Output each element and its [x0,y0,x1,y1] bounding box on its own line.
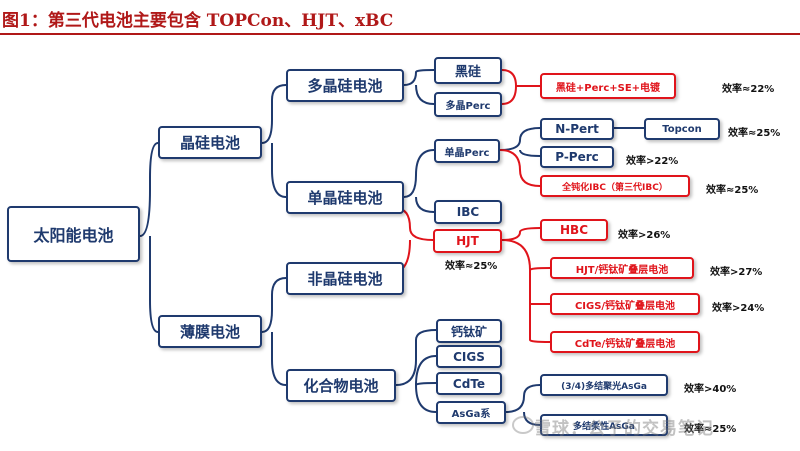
node-full-pass-ibc: 全钝化IBC（第三代IBC） [540,175,690,197]
node-black-si: 黑硅 [434,57,502,84]
eff-asga-34: 效率>40% [684,384,737,395]
edge-mono-branches [403,149,435,213]
edge-hjt-tandem [501,239,551,343]
node-thinfilm: 薄膜电池 [158,315,262,348]
node-pperc: P-Perc [540,146,614,168]
edge-multi-branches [403,69,435,105]
node-topcon: Topcon [644,118,720,140]
node-npert: N-Pert [540,118,614,140]
node-asga-multi: 多结柔性AsGa [540,414,668,436]
eff-hjt: 效率≈25% [445,261,498,272]
edge-compound-branches [395,329,437,413]
node-asga: AsGa系 [436,401,506,424]
node-multi-perc: 多晶Perc [434,92,502,117]
edge-monoperc-red [499,149,541,187]
node-mono: 单晶硅电池 [286,181,404,214]
node-cigs: CIGS [436,345,502,368]
snowball-logo-icon [512,416,534,434]
eff-black-si-route: 效率≈22% [722,84,775,95]
edge-hjt-hbc [501,227,541,241]
node-black-si-route: 黑硅+Perc+SE+电镀 [540,73,676,99]
edge-crystalline-branches [261,84,287,198]
title-rule [0,33,800,35]
node-cdte: CdTe [436,372,502,395]
node-cigs-tandem: CIGS/钙钛矿叠层电池 [550,293,700,315]
figure-title: 图1：第三代电池主要包含 TOPCon、HJT、xBC [2,11,394,31]
node-mono-perc: 单晶Perc [434,139,500,163]
eff-pperc: 效率>22% [626,156,679,167]
edge-root-branches [139,142,159,333]
node-compound: 化合物电池 [286,369,396,402]
node-root: 太阳能电池 [7,206,140,262]
eff-hbc: 效率>26% [618,230,671,241]
node-perovskite: 钙钛矿 [436,319,502,343]
node-amorphous: 非晶硅电池 [286,262,404,295]
eff-asga-multi: 效率≈25% [684,424,737,435]
node-hjt: HJT [433,229,502,253]
node-multi: 多晶硅电池 [286,69,404,102]
node-hjt-tandem: HJT/钙钛矿叠层电池 [550,257,694,279]
edge-monoperc-branches [499,127,541,157]
node-ibc: IBC [434,200,502,224]
watermark: 雪球：公子的交易笔记 [534,419,714,439]
node-crystalline: 晶硅电池 [158,126,262,159]
eff-hjt-tandem: 效率>27% [710,267,763,278]
node-asga-34: (3/4)多结聚光AsGa [540,374,668,396]
edge-multi-red [501,69,540,105]
node-hbc: HBC [540,219,608,241]
edge-thinfilm-branches [261,277,287,386]
eff-cigs-tandem: 效率>24% [712,303,765,314]
node-cdte-tandem: CdTe/钙钛矿叠层电池 [550,331,700,353]
eff-full-pass-ibc: 效率≈25% [706,185,759,196]
eff-topcon: 效率≈25% [728,128,781,139]
